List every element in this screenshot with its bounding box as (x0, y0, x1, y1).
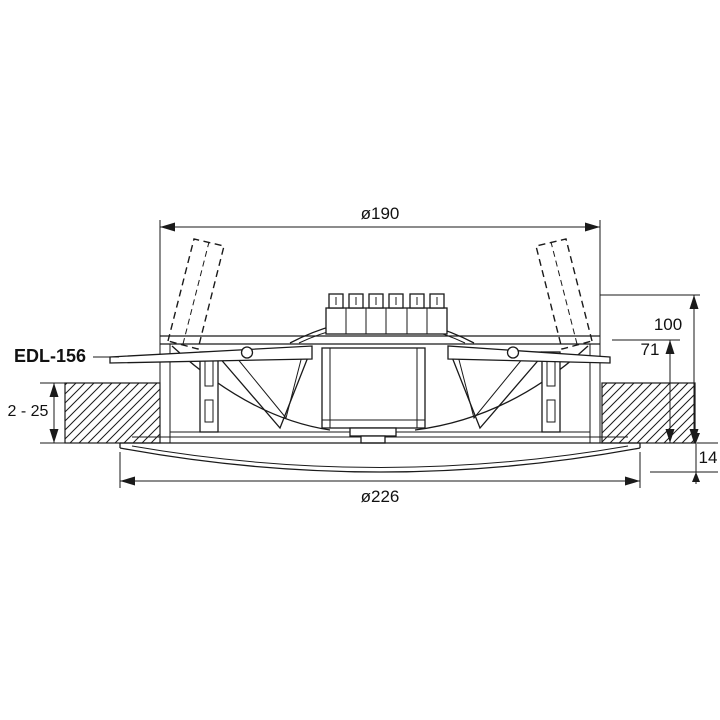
clamp-bracket-right (448, 351, 561, 433)
ceiling-panel-right (601, 382, 696, 444)
dimension-front-diameter: ø190 (160, 204, 600, 232)
terminal-screws (328, 293, 445, 309)
dim-total-depth-label: 100 (654, 315, 682, 334)
ceiling-panel-left (64, 382, 161, 444)
wing-pivot-right (506, 346, 520, 359)
dim-body-depth-label: 71 (641, 340, 660, 359)
transformer-block (321, 347, 426, 444)
model-label-group: EDL-156 (14, 346, 119, 366)
clamp-arm-dashed-left (167, 238, 225, 350)
clamp-wing-left (109, 345, 313, 364)
clamp-wing-right (447, 345, 611, 364)
dimension-overall-diameter: ø226 (119, 452, 641, 506)
dimension-body-depth: 71 (612, 339, 680, 443)
dim-ceiling-thickness-label: 2 - 25 (8, 403, 49, 420)
dimension-ceiling-thickness: 2 - 25 (8, 382, 66, 444)
cone-left (171, 345, 331, 431)
wing-pivot-left (240, 346, 254, 359)
cone-right (414, 345, 589, 431)
terminal-strip (325, 293, 448, 335)
clamp-arm-dashed-right (535, 238, 593, 350)
clamp-bracket-left (199, 351, 312, 433)
dim-front-diameter-label: ø190 (361, 204, 400, 223)
dimension-bezel-height: 14 (650, 432, 718, 484)
model-label: EDL-156 (14, 346, 86, 366)
dim-overall-diameter-label: ø226 (361, 487, 400, 506)
front-bezel (119, 442, 641, 473)
dimensions: ø190 100 71 14 (8, 204, 718, 506)
speaker-body (109, 220, 628, 444)
dim-bezel-height-label: 14 (699, 448, 718, 467)
